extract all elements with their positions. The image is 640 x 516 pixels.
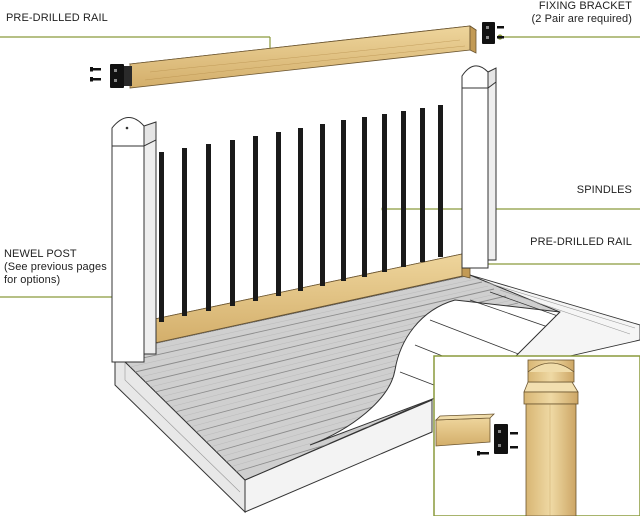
spindle xyxy=(159,152,164,322)
label-pre-drilled-rail-right: PRE-DRILLED RAIL xyxy=(530,236,632,248)
screw-icon xyxy=(497,26,504,39)
label-pre-drilled-rail-top: PRE-DRILLED RAIL xyxy=(6,12,108,24)
deck-frame xyxy=(114,350,433,514)
screw-icon xyxy=(90,67,101,82)
newel-post-right xyxy=(461,65,497,269)
bracket-icon xyxy=(482,22,495,44)
spindle xyxy=(230,140,235,306)
label-newel-post-note-2: for options) xyxy=(4,274,61,286)
spindle xyxy=(320,124,325,286)
spindle xyxy=(298,128,303,291)
spindle xyxy=(206,144,211,311)
spindle xyxy=(362,117,367,277)
label-spindles: SPINDLES xyxy=(576,184,632,196)
label-fixing-bracket: FIXING BRACKET (2 Pair are required) xyxy=(531,0,632,26)
spindle xyxy=(382,114,387,272)
spindle xyxy=(401,111,406,267)
label-fixing-bracket-title: FIXING BRACKET xyxy=(538,0,632,12)
spindle xyxy=(438,105,443,257)
inset-newel-post xyxy=(523,359,579,516)
spindle xyxy=(182,148,187,316)
spindle xyxy=(276,132,281,296)
label-fixing-bracket-note: (2 Pair are required) xyxy=(531,13,632,25)
newel-post-left xyxy=(111,117,157,363)
spindle xyxy=(420,108,425,262)
bracket-icon xyxy=(110,64,132,88)
bracket-icon xyxy=(494,424,508,454)
inset-rail xyxy=(435,417,491,447)
detail-inset xyxy=(433,355,640,516)
exploded-rail xyxy=(128,25,478,89)
spindle xyxy=(253,136,258,301)
label-newel-post: NEWEL POST (See previous pages for optio… xyxy=(4,248,107,287)
label-newel-post-title: NEWEL POST xyxy=(4,248,77,260)
spindle xyxy=(341,120,346,281)
screw-icon xyxy=(477,432,518,456)
label-newel-post-note-1: (See previous pages xyxy=(4,261,107,273)
spindles xyxy=(159,105,443,322)
